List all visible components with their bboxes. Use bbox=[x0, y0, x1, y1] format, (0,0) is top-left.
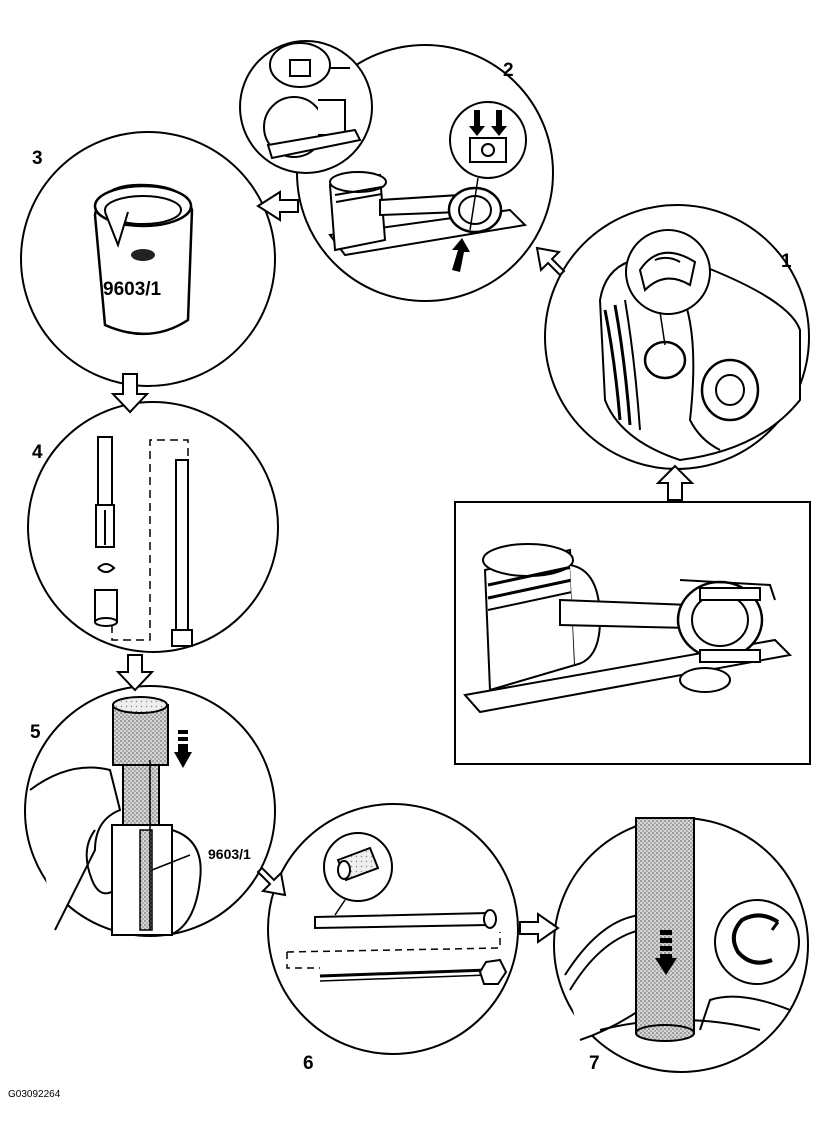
step-2-vise-inset bbox=[239, 40, 373, 174]
step-5-tool-label: 9603/1 bbox=[208, 846, 251, 862]
step-5-circle bbox=[24, 685, 276, 937]
figure-id: G03092264 bbox=[8, 1089, 61, 1100]
step-3-circle bbox=[20, 131, 276, 387]
step-7-circle bbox=[553, 817, 809, 1073]
step-number-2: 2 bbox=[503, 60, 514, 81]
step-number-3: 3 bbox=[32, 148, 43, 169]
step-2-circle bbox=[296, 44, 554, 302]
step-4-circle bbox=[27, 401, 279, 653]
press-down-arrow-icon bbox=[655, 930, 677, 975]
step-6-circle bbox=[267, 803, 519, 1055]
step-1-circle bbox=[544, 204, 810, 470]
step-number-4: 4 bbox=[32, 442, 43, 463]
step-number-6: 6 bbox=[303, 1053, 314, 1074]
press-down-arrow-icon bbox=[469, 110, 507, 136]
overview-piston-assembly-box bbox=[454, 501, 811, 765]
step-number-1: 1 bbox=[781, 251, 792, 272]
flow-arrow-icon bbox=[110, 190, 695, 944]
step-number-5: 5 bbox=[30, 722, 41, 743]
step-3-tool-label: 9603/1 bbox=[103, 279, 162, 300]
push-up-arrow-icon bbox=[452, 238, 470, 272]
step-number-7: 7 bbox=[589, 1053, 600, 1074]
press-down-arrow-icon bbox=[174, 730, 192, 768]
